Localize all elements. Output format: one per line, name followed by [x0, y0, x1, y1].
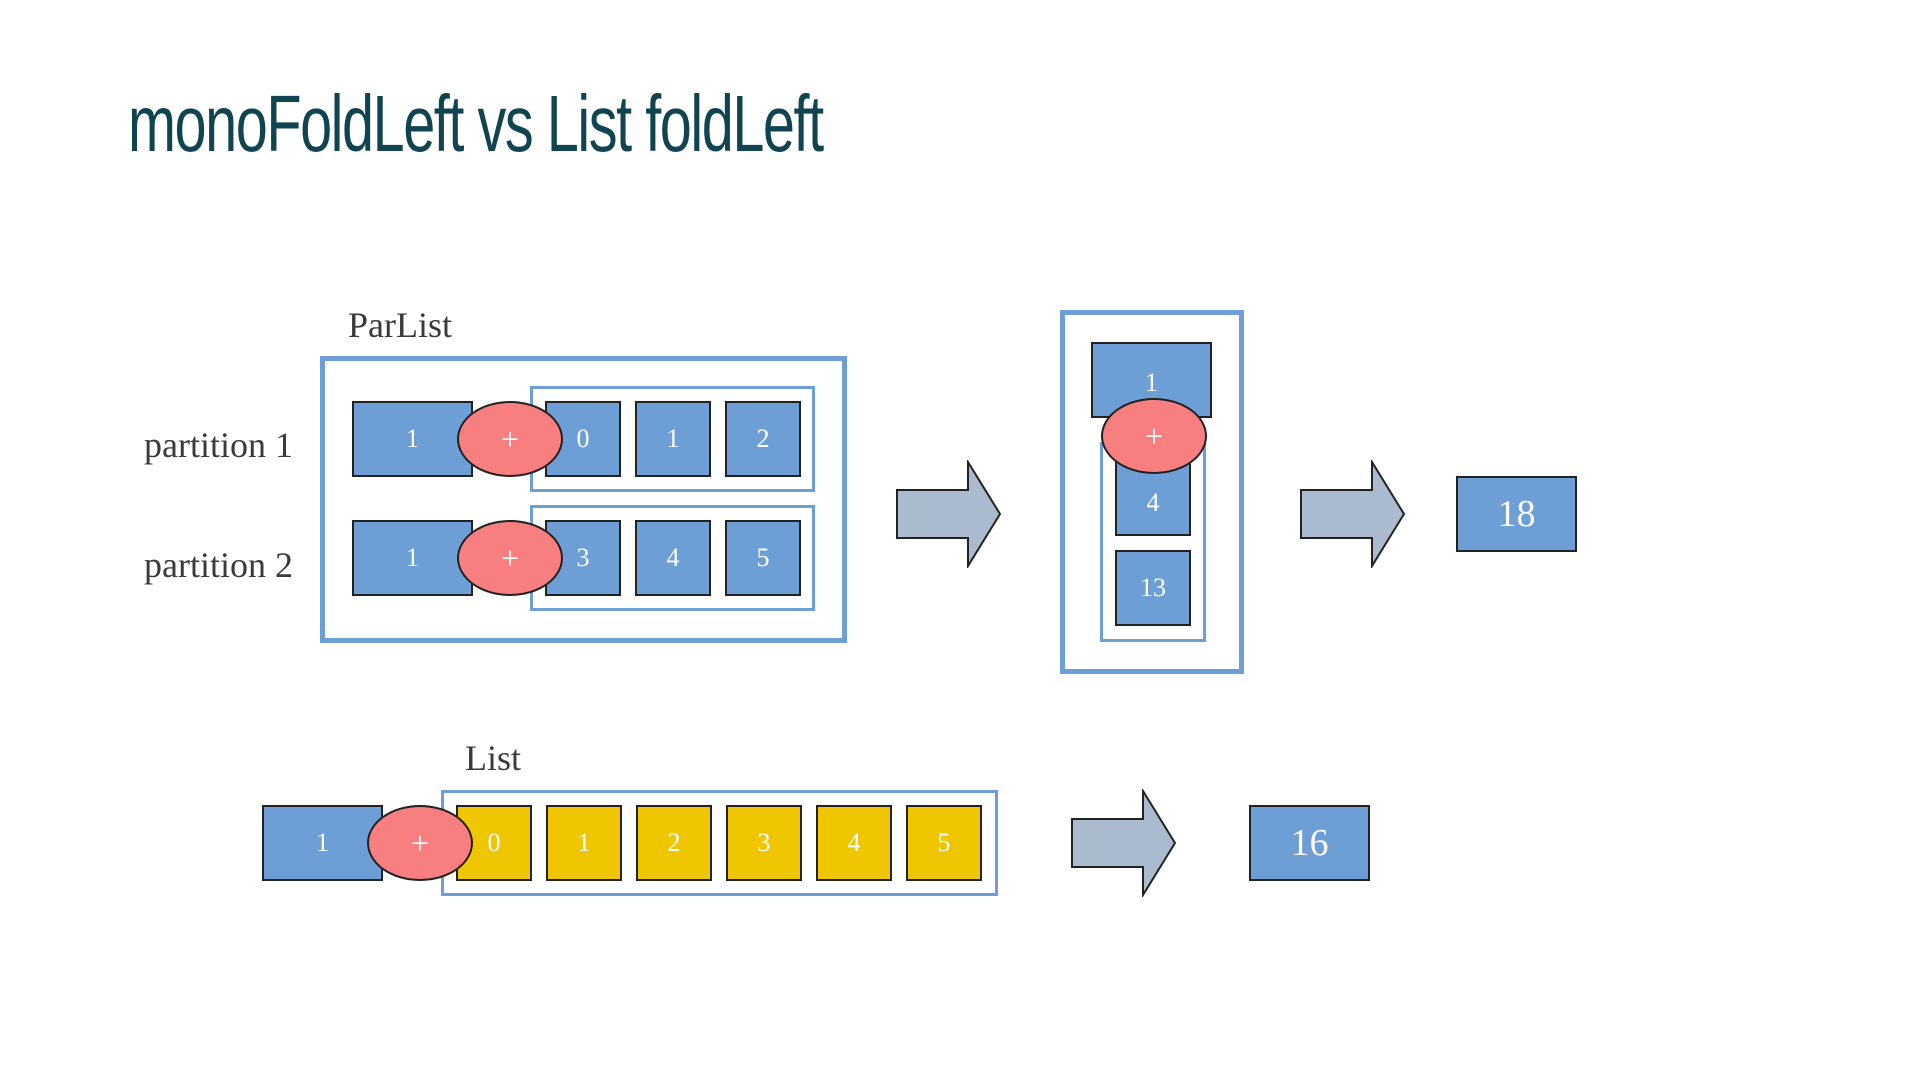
right-arrow-icon [896, 460, 1002, 568]
partition-2-plus-operator: + [457, 520, 563, 596]
partition-1-item-2: 2 [725, 401, 801, 477]
combine-frame [1060, 310, 1244, 674]
list-item-2: 2 [636, 805, 712, 881]
partition-1-item-1: 1 [635, 401, 711, 477]
partition-2-seed: 1 [352, 520, 473, 596]
partition-1-seed: 1 [352, 401, 473, 477]
right-arrow-icon [1300, 460, 1406, 568]
list-item-1: 1 [546, 805, 622, 881]
right-arrow-icon [1071, 789, 1177, 897]
partial-result-2: 13 [1115, 550, 1191, 626]
parlist-frame [320, 356, 847, 643]
list-seed: 1 [262, 805, 383, 881]
list-item-5: 5 [906, 805, 982, 881]
partition-2-item-1: 4 [635, 520, 711, 596]
partial-result-1: 4 [1115, 460, 1191, 536]
list-result: 16 [1249, 805, 1370, 881]
list-item-4: 4 [816, 805, 892, 881]
parlist-result: 18 [1456, 476, 1577, 552]
partition-2-item-2: 5 [725, 520, 801, 596]
partition-2-item-0: 3 [545, 520, 621, 596]
list-label: List [465, 738, 522, 778]
partition-2-label: partition 2 [144, 545, 293, 585]
combine-plus-operator: + [1101, 398, 1207, 474]
partition-1-label: partition 1 [144, 425, 293, 465]
slide-title: monoFoldLeft vs List foldLeft [128, 79, 824, 168]
parlist-label: ParList [348, 305, 452, 345]
partition-1-plus-operator: + [457, 401, 563, 477]
list-plus-operator: + [367, 805, 473, 881]
list-item-3: 3 [726, 805, 802, 881]
